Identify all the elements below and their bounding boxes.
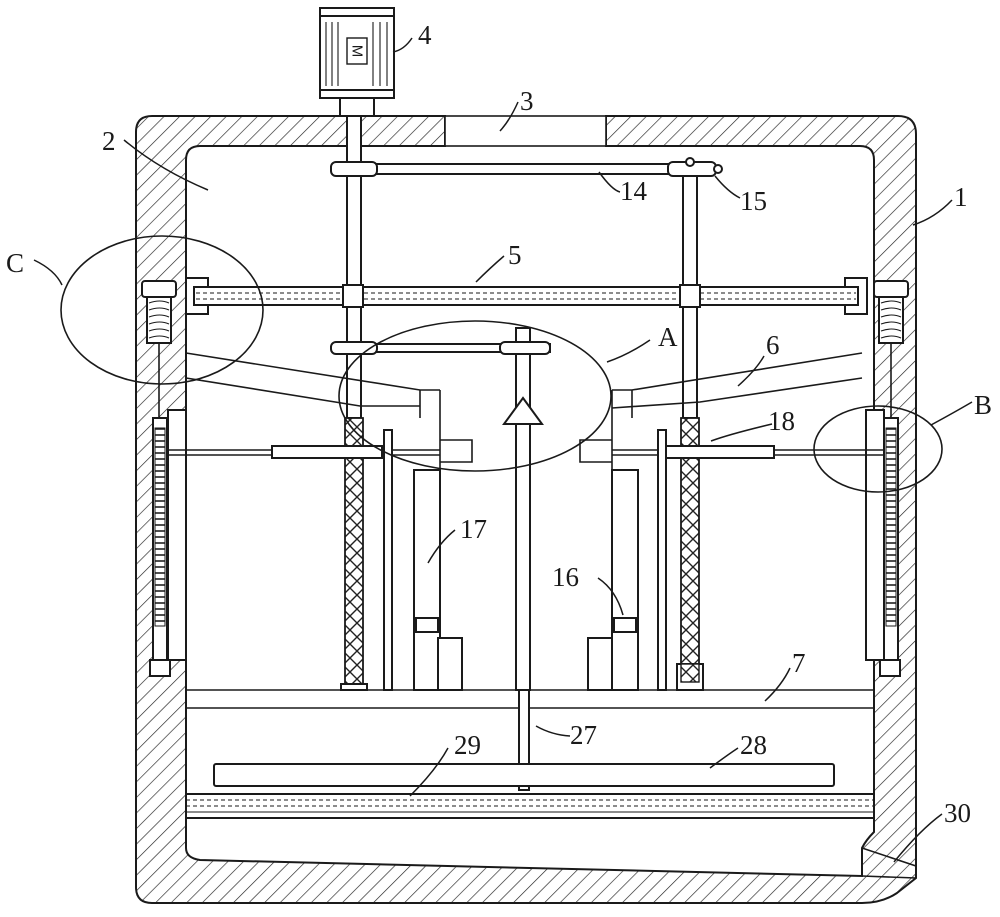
housing-wall [135, 115, 917, 904]
label-2: 2 [102, 126, 116, 156]
screw-columns [340, 417, 704, 691]
label-18: 18 [768, 406, 795, 436]
motor-mark: M [349, 45, 366, 58]
belt-drive [330, 157, 723, 177]
outlet-pipe [861, 847, 917, 879]
label-14: 14 [620, 176, 648, 206]
label-3: 3 [520, 86, 534, 116]
housing [135, 115, 917, 904]
label-4: 4 [418, 20, 432, 50]
left-spring-assembly [141, 280, 187, 677]
detail-circle-b [813, 405, 943, 493]
label-6: 6 [766, 330, 780, 360]
horizontal-rods [168, 445, 884, 459]
belt [339, 163, 713, 175]
inlet-opening [444, 115, 607, 147]
guide-plates [383, 429, 667, 691]
label-5: 5 [508, 240, 522, 270]
guide-rod [193, 286, 859, 306]
scraper-plate [213, 763, 835, 787]
hopper [185, 352, 863, 470]
lower-section [185, 689, 875, 819]
right-spring-assembly [865, 280, 909, 677]
part-labels: 4 3 2 1 14 15 5 A 6 C 18 B 17 16 7 27 29… [6, 20, 992, 828]
leader-lines [33, 37, 973, 863]
detail-callouts [60, 235, 943, 493]
label-30: 30 [944, 798, 971, 828]
motor-badge [346, 37, 368, 65]
label-7: 7 [792, 648, 806, 678]
label-a: A [658, 322, 678, 352]
detail-circle-a [338, 320, 612, 472]
label-28: 28 [740, 730, 767, 760]
vertical-rod [518, 689, 530, 791]
label-17: 17 [460, 514, 487, 544]
center-shaft [515, 335, 531, 691]
label-c: C [6, 248, 24, 278]
crossbar [185, 277, 868, 315]
label-15: 15 [740, 186, 767, 216]
label-29: 29 [454, 730, 481, 760]
label-1: 1 [954, 182, 968, 212]
label-16: 16 [552, 562, 579, 592]
label-27: 27 [570, 720, 597, 750]
label-b: B [974, 390, 992, 420]
detail-circle-c [60, 235, 264, 385]
motor: M [319, 7, 395, 117]
spreader-cone [502, 396, 544, 425]
